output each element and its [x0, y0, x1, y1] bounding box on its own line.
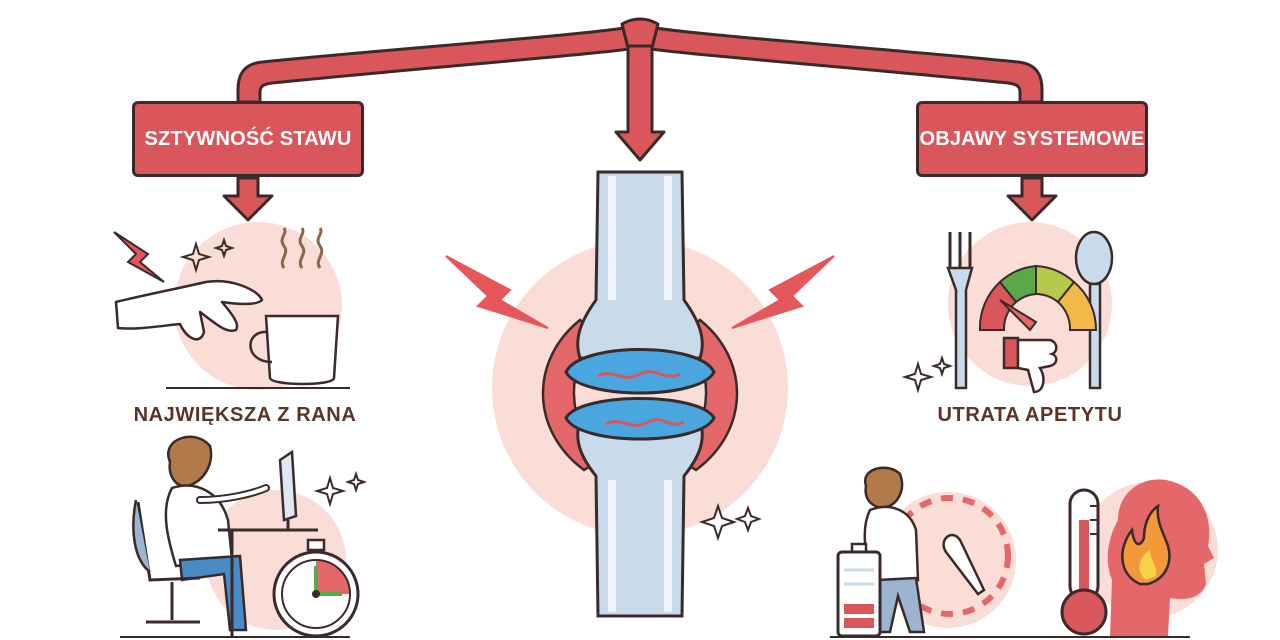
stopwatch-icon	[272, 538, 360, 638]
sparkle-icon	[901, 360, 935, 394]
appetite-illustration	[901, 222, 1114, 394]
lightning-icon	[445, 255, 549, 329]
sparkle-icon	[930, 354, 954, 378]
thumbs-down-icon	[1002, 336, 1058, 394]
gauge-icon	[978, 264, 1098, 332]
right-down-arrow	[1006, 176, 1058, 222]
low-battery-icon	[836, 542, 882, 638]
fire-head-icon	[1082, 479, 1218, 636]
coffee-cup-icon	[249, 314, 340, 386]
morning-worst-caption: NAJWIĘKSZA Z RANA	[133, 404, 357, 426]
sparkle-icon	[179, 240, 213, 274]
knee-joint-icon	[445, 170, 835, 618]
sparkle-icon	[344, 470, 368, 494]
spoon-icon	[1074, 230, 1114, 390]
thermometer-icon	[1060, 488, 1108, 636]
lightning-icon	[731, 255, 835, 329]
fork-icon	[946, 232, 974, 390]
lightning-icon	[113, 231, 165, 283]
sparkle-icon	[734, 505, 762, 533]
sparkle-icon	[698, 502, 738, 542]
joint-stiffness-label: SZTYWNOŚĆ STAWU	[132, 101, 364, 177]
stiff-hand-illustration	[113, 222, 350, 390]
appetite-loss-caption: UTRATA APETYTU	[937, 404, 1123, 426]
sparkle-icon	[313, 474, 347, 508]
sparkle-icon	[212, 236, 236, 260]
systemic-symptoms-label: OBJAWY SYSTEMOWE	[916, 101, 1148, 177]
tired-person-icon	[863, 466, 1016, 634]
left-down-arrow	[222, 176, 274, 222]
hand-icon	[114, 279, 264, 341]
